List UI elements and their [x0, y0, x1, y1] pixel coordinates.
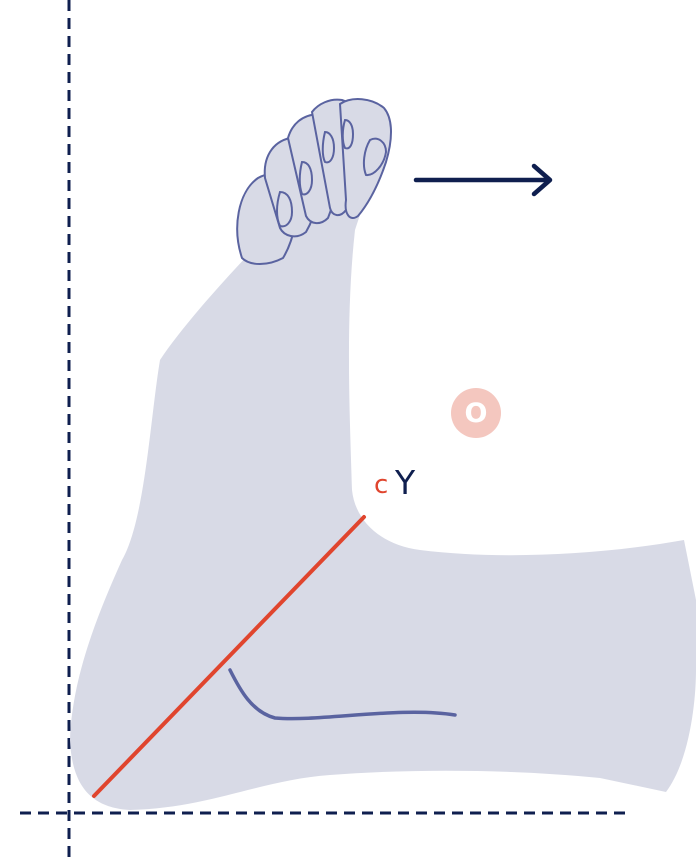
point-label-c: c [374, 472, 388, 498]
point-label-y: Y [395, 466, 415, 499]
origin-badge: O [451, 388, 501, 438]
right-arrow-icon [416, 166, 550, 194]
origin-badge-label: O [465, 398, 488, 429]
